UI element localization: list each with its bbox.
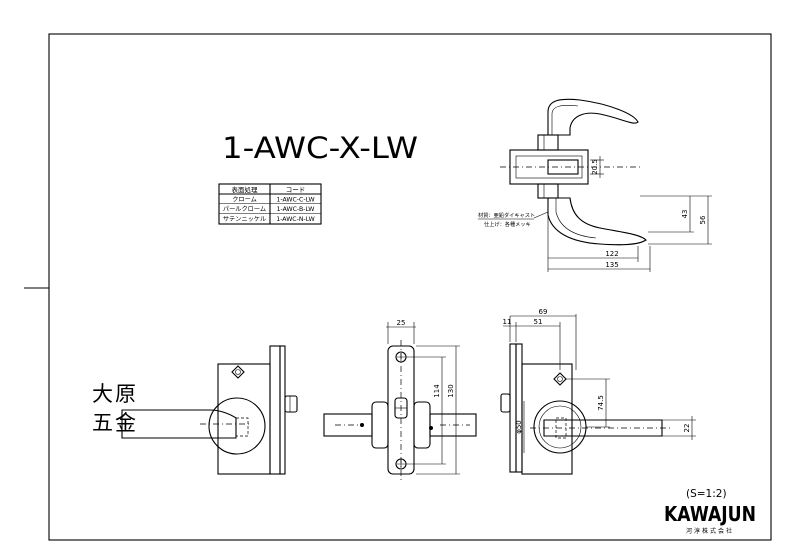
- watermark-label: 大原 五金: [92, 380, 152, 438]
- table-cell-finish: サテンニッケル: [223, 216, 266, 223]
- drawing-frame: [48, 33, 772, 541]
- dim-lever-length-inner: 122: [605, 250, 618, 258]
- front-view-center: 25 114 130: [323, 319, 477, 480]
- dim-hole-pitch: 114: [433, 384, 441, 398]
- table-cell-code: 1-AWC-N-LW: [276, 216, 314, 223]
- table-cell-code: 1-AWC-C-LW: [276, 197, 314, 204]
- company-name: 河淳株式会社: [686, 527, 734, 535]
- table-cell-code: 1-AWC-B-LW: [277, 206, 315, 213]
- dim-offset-c: 69: [539, 308, 548, 316]
- table-cell-finish: クローム: [232, 197, 257, 204]
- top-view: 20.5 43 56 122 135 材質：亜鉛ダイキャスト 仕上げ：各種メッキ: [478, 98, 712, 272]
- watermark-line-2: 五金: [92, 411, 138, 435]
- front-view-right: 11 51 69 φ50 74.5 22: [500, 308, 696, 475]
- dim-lever-width: 22: [683, 424, 691, 433]
- brand-logo: KAWAJUN: [664, 502, 756, 526]
- drawing-title: 1-AWC-X-LW: [222, 131, 418, 165]
- dim-plate-height: 130: [447, 384, 455, 397]
- dim-lever-length-outer: 135: [605, 261, 618, 269]
- finish-code-table: 表面処理 コード クローム 1-AWC-C-LW パールクローム 1-AWC-B…: [218, 183, 322, 225]
- table-header-finish: 表面処理: [232, 185, 259, 194]
- dim-plate-width: 25: [397, 319, 406, 327]
- table-header-code: コード: [286, 186, 306, 194]
- dim-lever-height-outer: 56: [699, 215, 707, 224]
- scale-label: (S=1:2): [686, 488, 727, 500]
- front-view-left: [121, 345, 298, 475]
- watermark-line-1: 大原: [92, 382, 138, 406]
- dim-backset: 74.5: [597, 395, 605, 411]
- dim-offset-a: 11: [503, 318, 512, 326]
- dim-spindle-height: 20.5: [591, 159, 599, 175]
- material-note: 材質：亜鉛ダイキャスト: [478, 211, 535, 219]
- dim-lever-height-inner: 43: [681, 210, 689, 219]
- table-cell-finish: パールクローム: [223, 206, 266, 213]
- dim-offset-b: 51: [534, 318, 543, 326]
- finish-note: 仕上げ：各種メッキ: [484, 220, 531, 228]
- dim-rose-diameter: φ50: [515, 420, 523, 434]
